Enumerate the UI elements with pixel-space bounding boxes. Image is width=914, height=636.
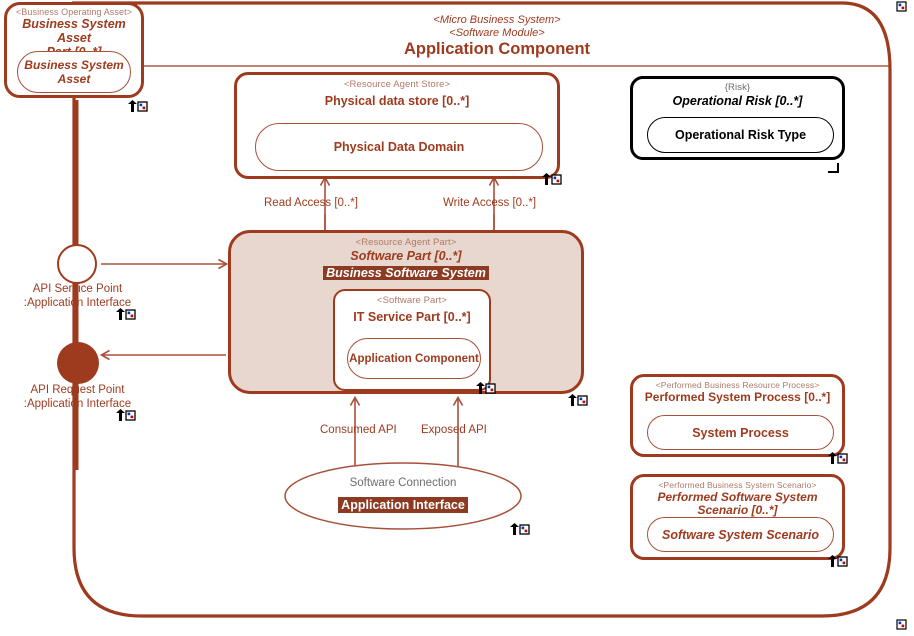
anchor-tag-icon-data-store: [536, 173, 562, 185]
label-write-access: Write Access [0..*]: [443, 197, 537, 209]
api-request-point-ball[interactable]: [57, 342, 99, 384]
name-it-service-part: IT Service Part [0..*]: [353, 309, 471, 324]
header-stereotype-2: <Software Module>: [449, 26, 545, 39]
label-consumed-api: Consumed API: [320, 424, 397, 436]
node-performed-software-system-scenario[interactable]: <Performed Business System Scenario> Per…: [630, 474, 845, 560]
stereotype-risk: {Risk}: [724, 82, 751, 93]
anchor-tag-icon-service-point: [110, 308, 136, 320]
api-request-point-line2: :Application Interface: [23, 397, 132, 410]
name-performed-system-process: Performed System Process [0..*]: [644, 389, 831, 404]
software-connection-text[interactable]: Software Connection Application Interfac…: [303, 476, 503, 515]
api-service-point-line2: :Application Interface: [23, 296, 132, 309]
label-exposed-api: Exposed API: [421, 424, 487, 436]
anchor-tag-icon-system-process: [822, 452, 848, 464]
canvas-top-right-marker-icon: [896, 0, 908, 12]
page-title: <Micro Business System> <Software Module…: [307, 14, 687, 59]
stereotype-business-operating-asset: <Business Operating Asset>: [15, 7, 133, 17]
anchor-tag-icon-asset-part: [122, 100, 148, 112]
node-software-part[interactable]: <Resource Agent Part> Software Part [0..…: [228, 230, 584, 394]
highlight-business-software-system: Business Software System: [323, 265, 489, 280]
name-physical-data-store: Physical data store [0..*]: [324, 93, 470, 108]
name-business-system-asset-part-line1: Business System Asset: [22, 17, 126, 46]
software-connection-name: Software Connection: [349, 477, 457, 489]
risk-anchor-hook: [828, 163, 839, 173]
header-title: Application Component: [403, 39, 591, 58]
stereotype-software-part: <Software Part>: [376, 295, 448, 306]
api-request-point-label: API Request Point :Application Interface: [0, 384, 155, 411]
anchor-tag-icon-software-system-scenario: [822, 555, 848, 567]
node-it-service-part[interactable]: <Software Part> IT Service Part [0..*] A…: [333, 289, 491, 391]
inner-system-process[interactable]: System Process: [647, 415, 834, 450]
label-read-access: Read Access [0..*]: [264, 197, 358, 209]
name-software-part: Software Part [0..*]: [350, 248, 462, 263]
name-performed-software-system-scenario: Performed Software System Scenario [0..*…: [657, 489, 818, 518]
stereotype-resource-agent-store: <Resource Agent Store>: [343, 79, 451, 90]
inner-operational-risk-type[interactable]: Operational Risk Type: [647, 117, 834, 153]
inner-application-component[interactable]: Application Component: [347, 338, 481, 379]
anchor-tag-icon-software-part: [562, 394, 588, 406]
api-service-point-label: API Service Point :Application Interface: [0, 283, 155, 310]
anchor-tag-icon-software-connection: [504, 523, 530, 535]
api-service-point-line1: API Service Point: [32, 283, 123, 295]
inner-software-system-scenario[interactable]: Software System Scenario: [647, 517, 834, 552]
api-request-point-line1: API Request Point: [30, 384, 125, 396]
header-stereotype-1: <Micro Business System>: [433, 14, 561, 26]
anchor-tag-icon-request-point: [110, 409, 136, 421]
inner-business-system-asset[interactable]: Business System Asset: [17, 51, 131, 93]
highlight-application-interface: Application Interface: [338, 496, 468, 514]
node-performed-system-process[interactable]: <Performed Business Resource Process> Pe…: [630, 374, 845, 457]
node-business-system-asset-part[interactable]: <Business Operating Asset> Business Syst…: [4, 2, 144, 98]
inner-physical-data-domain[interactable]: Physical Data Domain: [255, 123, 543, 171]
anchor-tag-icon-it-service-part: [470, 382, 496, 394]
canvas-corner-marker-icon: [896, 618, 908, 630]
stereotype-performed-business-resource-process: <Performed Business Resource Process>: [655, 380, 820, 390]
stereotype-resource-agent-part: <Resource Agent Part>: [355, 237, 457, 248]
api-service-point-ball[interactable]: [57, 244, 97, 284]
name-operational-risk: Operational Risk [0..*]: [672, 93, 803, 108]
node-operational-risk[interactable]: {Risk} Operational Risk [0..*] Operation…: [630, 76, 845, 160]
node-physical-data-store[interactable]: <Resource Agent Store> Physical data sto…: [234, 72, 560, 179]
stereotype-performed-business-system-scenario: <Performed Business System Scenario>: [658, 480, 817, 490]
